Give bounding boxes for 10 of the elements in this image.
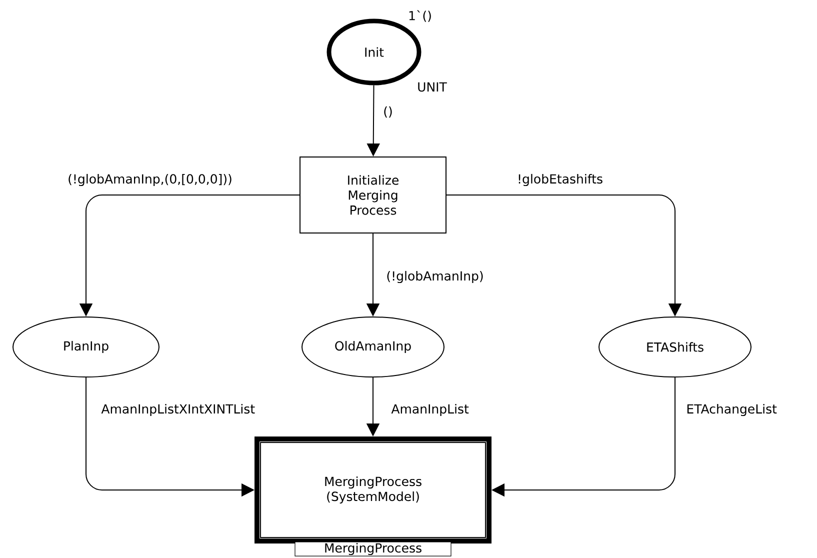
arc-inscription: (!globAmanInp,(0,[0,0,0])) bbox=[66, 172, 234, 188]
inscription: ETAchangeList bbox=[687, 404, 777, 416]
name-tag: MergingProcess bbox=[294, 542, 452, 556]
transition-box: Initialize Merging Process bbox=[300, 156, 446, 234]
substitution-box: MergingProcess (SystemModel) bbox=[254, 436, 492, 544]
arc-inscription: (!globAmanInp) bbox=[385, 270, 485, 284]
arc-inscription: !globEtashifts bbox=[516, 172, 604, 188]
inscription: AmanInpListXIntXINTList bbox=[101, 404, 255, 416]
inscription: AmanInpList bbox=[391, 404, 469, 416]
arc-inscription: () bbox=[382, 105, 394, 119]
